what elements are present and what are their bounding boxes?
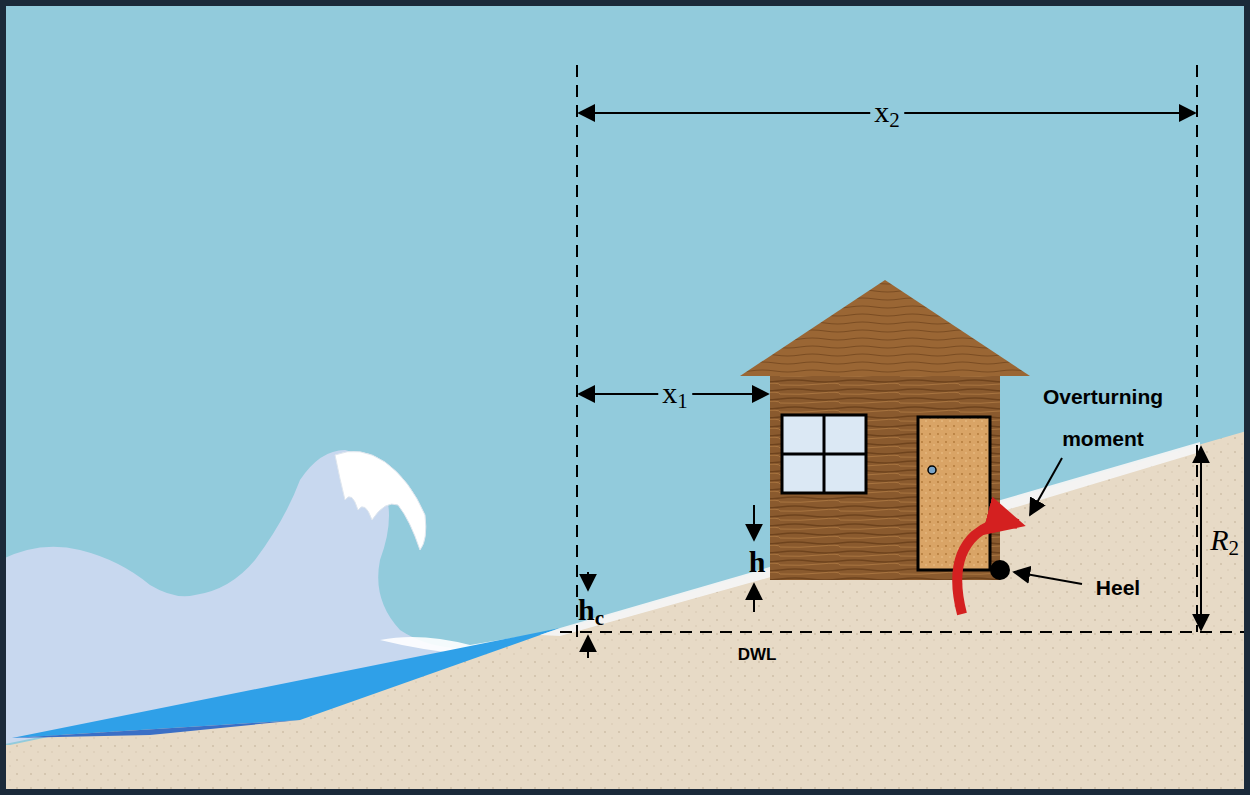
dimension-label: x1 (658, 378, 692, 408)
wave-crest-foam (335, 451, 426, 550)
leader-arrow (1030, 458, 1062, 515)
dimension-label: x2 (870, 97, 904, 127)
reference-line (1196, 65, 1198, 632)
dimension-label: R2 (1206, 525, 1243, 555)
datum-label: DWL (738, 645, 777, 665)
swash-wedge-dark (12, 720, 300, 738)
door-knob (928, 466, 936, 474)
dimension-arrow (753, 505, 755, 540)
callout-label: Heel (1096, 576, 1140, 600)
dimension-arrow (1200, 447, 1202, 630)
dimension-arrow (587, 572, 589, 590)
heel-point (990, 560, 1010, 580)
dwl-line (560, 631, 1250, 633)
dimension-arrow (753, 584, 755, 612)
door (918, 417, 990, 570)
dimension-label: h (745, 547, 770, 577)
beach (0, 430, 1250, 795)
callout-label: Overturning moment (1023, 376, 1183, 460)
frame (3, 3, 1247, 792)
overturning-arrow (957, 522, 1018, 614)
dimension-label: hc (574, 595, 608, 625)
leader-arrow (1014, 572, 1082, 584)
reference-line (576, 65, 578, 640)
window (782, 415, 866, 493)
house-roof (740, 280, 1030, 376)
swash-wedge (12, 628, 560, 738)
dimension-arrow (587, 636, 589, 658)
